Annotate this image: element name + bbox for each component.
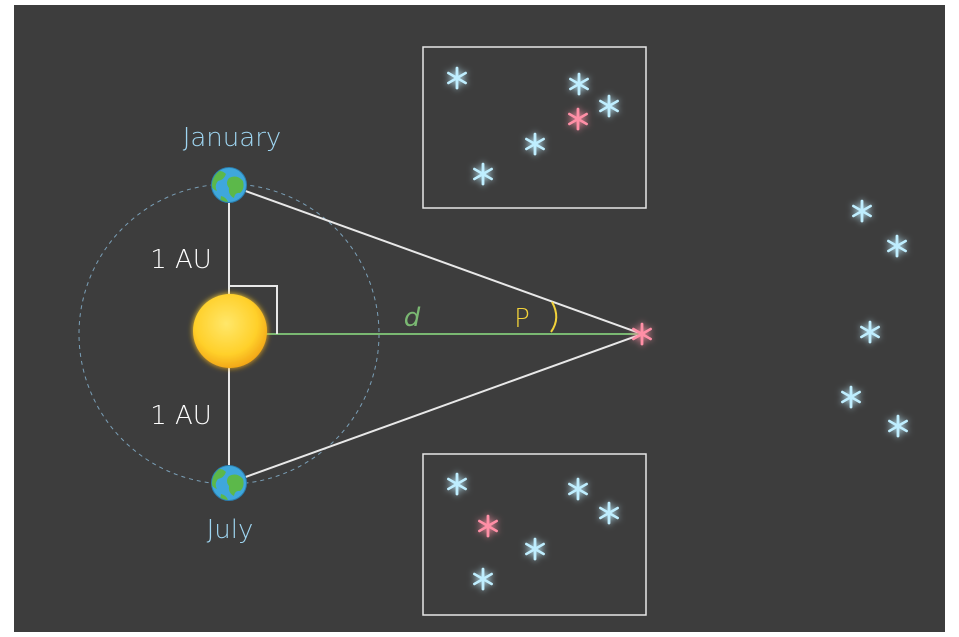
star-icon xyxy=(568,477,588,501)
label-distance: d xyxy=(404,303,421,333)
parallax-angle-arc xyxy=(550,301,558,333)
right-angle-marker xyxy=(229,285,278,334)
star-icon xyxy=(841,385,861,409)
star-icon xyxy=(599,94,619,118)
sky-view-january-frame xyxy=(422,46,647,209)
earth-globe-icon xyxy=(211,465,247,501)
sightline-july xyxy=(228,333,643,484)
label-parallax: P xyxy=(514,304,530,334)
star-icon xyxy=(568,107,588,131)
star-icon xyxy=(473,567,493,591)
sun-icon xyxy=(193,294,267,368)
star-icon xyxy=(569,72,589,96)
star-icon xyxy=(599,501,619,525)
label-au-bottom: 1 AU xyxy=(150,401,212,431)
label-au-top: 1 AU xyxy=(150,245,212,275)
star-icon xyxy=(632,322,652,346)
star-icon xyxy=(860,320,880,344)
star-icon xyxy=(473,162,493,186)
label-july: July xyxy=(207,515,254,545)
star-icon xyxy=(887,234,907,258)
sky-view-july-frame xyxy=(422,453,647,616)
star-field xyxy=(447,66,908,591)
star-icon xyxy=(478,514,498,538)
star-icon xyxy=(447,66,467,90)
star-icon xyxy=(525,132,545,156)
sightline-january xyxy=(228,184,643,335)
star-icon xyxy=(888,414,908,438)
star-icon xyxy=(852,199,872,223)
diagram-background xyxy=(14,5,945,632)
star-icon xyxy=(525,537,545,561)
star-icon xyxy=(447,472,467,496)
label-january: January xyxy=(183,123,282,153)
